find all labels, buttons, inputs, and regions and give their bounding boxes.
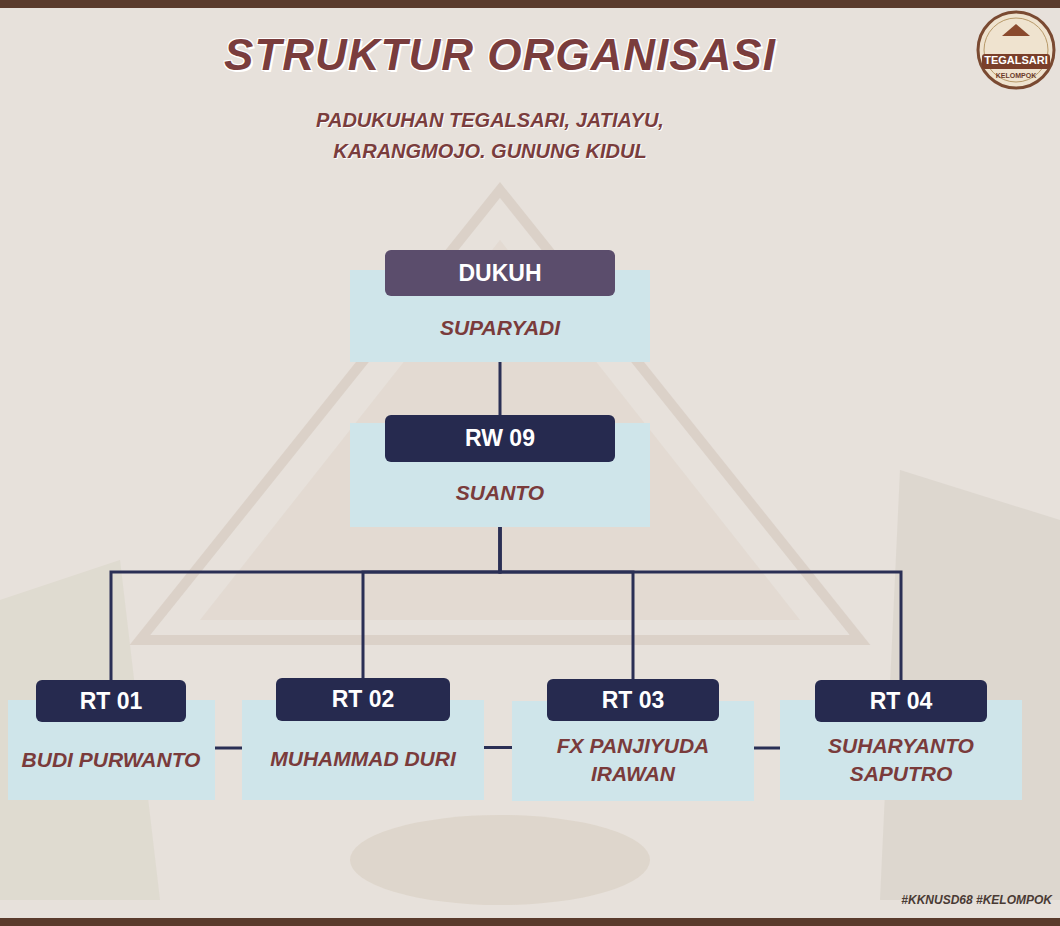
person-name: SUHARYANTO SAPUTRO xyxy=(790,732,1012,789)
frame-top xyxy=(0,0,1060,8)
org-connector xyxy=(754,747,780,750)
person-name: SUPARYADI xyxy=(440,314,560,342)
position-tab: RT 03 xyxy=(547,679,719,721)
subtitle: PADUKUHAN TEGALSARI, JATIAYU, KARANGMOJO… xyxy=(255,105,725,167)
position-tab: RT 04 xyxy=(815,680,987,722)
org-connector xyxy=(500,527,901,680)
org-connector xyxy=(500,527,633,679)
org-connector xyxy=(484,746,512,749)
org-box: RT 02 MUHAMMAD DURI xyxy=(242,678,484,800)
logo-band xyxy=(982,54,1050,69)
org-connector xyxy=(111,527,500,680)
person-name: FX PANJIYUDA IRAWAN xyxy=(522,732,744,789)
logo-circle xyxy=(978,12,1054,88)
decor-base xyxy=(350,815,650,905)
position-tab: RT 02 xyxy=(276,678,450,721)
logo-roof xyxy=(1002,24,1030,36)
org-box: RT 04 SUHARYANTO SAPUTRO xyxy=(780,680,1022,800)
person-name: SUANTO xyxy=(456,479,544,507)
org-box: RT 03 FX PANJIYUDA IRAWAN xyxy=(512,679,754,801)
org-connector xyxy=(499,362,502,415)
org-box: DUKUH SUPARYADI xyxy=(350,250,650,362)
org-box: RW 09 SUANTO xyxy=(350,415,650,527)
org-box: RT 01 BUDI PURWANTO xyxy=(8,680,215,800)
hashtag: #KKNUSD68 #KELOMPOK xyxy=(752,893,1052,907)
frame-bottom xyxy=(0,918,1060,926)
org-connector xyxy=(363,527,500,678)
position-tab: RT 01 xyxy=(36,680,186,722)
position-tab: DUKUH xyxy=(385,250,615,296)
person-name: BUDI PURWANTO xyxy=(22,746,201,774)
logo-ring xyxy=(984,18,1048,82)
person-name: MUHAMMAD DURI xyxy=(270,745,455,773)
logo-subtext: KELOMPOK xyxy=(991,72,1041,79)
position-tab: RW 09 xyxy=(385,415,615,462)
diagram-title: STRUKTUR ORGANISASI xyxy=(150,30,850,80)
org-connector xyxy=(215,747,243,750)
logo-text: TEGALSARI xyxy=(981,54,1051,66)
